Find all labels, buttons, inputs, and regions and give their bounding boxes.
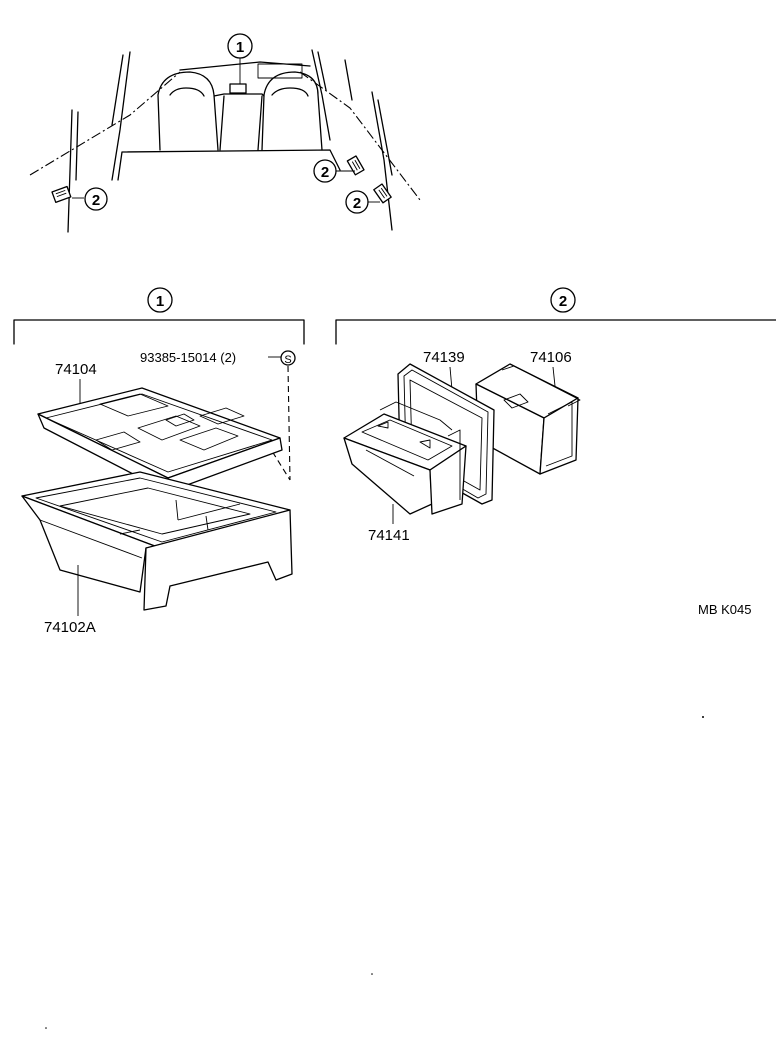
overview-callout-1: 1 <box>236 39 244 56</box>
screw-marker: S <box>284 354 291 366</box>
part-label-74139: 74139 <box>423 349 465 366</box>
overview-callout-2-right-upper: 2 <box>321 164 329 181</box>
part-74104-lid <box>37 387 283 509</box>
part-label-74106: 74106 <box>530 349 572 366</box>
print-speck <box>702 716 704 718</box>
part-label-74141: 74141 <box>368 527 410 544</box>
figure-code: MB K045 <box>698 602 751 617</box>
part-label-93385-15014: 93385-15014 (2) <box>140 350 236 365</box>
print-speck <box>45 1027 47 1029</box>
overview-callout-2-left: 2 <box>92 192 100 209</box>
part-label-74104: 74104 <box>55 361 97 378</box>
vehicle-overview: 1 2 2 2 <box>29 33 421 233</box>
part-74102A-box <box>21 471 293 611</box>
group-2: 2 74139 74106 <box>335 287 776 617</box>
group-1-callout: 1 <box>156 293 164 310</box>
overview-callout-2-right-lower: 2 <box>353 195 361 212</box>
part-label-74102A: 74102A <box>44 619 96 636</box>
group-2-callout: 2 <box>559 293 567 310</box>
part-74141-ashtray <box>343 401 467 515</box>
print-speck <box>371 973 373 975</box>
group-1: 1 74104 93385-15014 (2) S <box>13 287 305 636</box>
